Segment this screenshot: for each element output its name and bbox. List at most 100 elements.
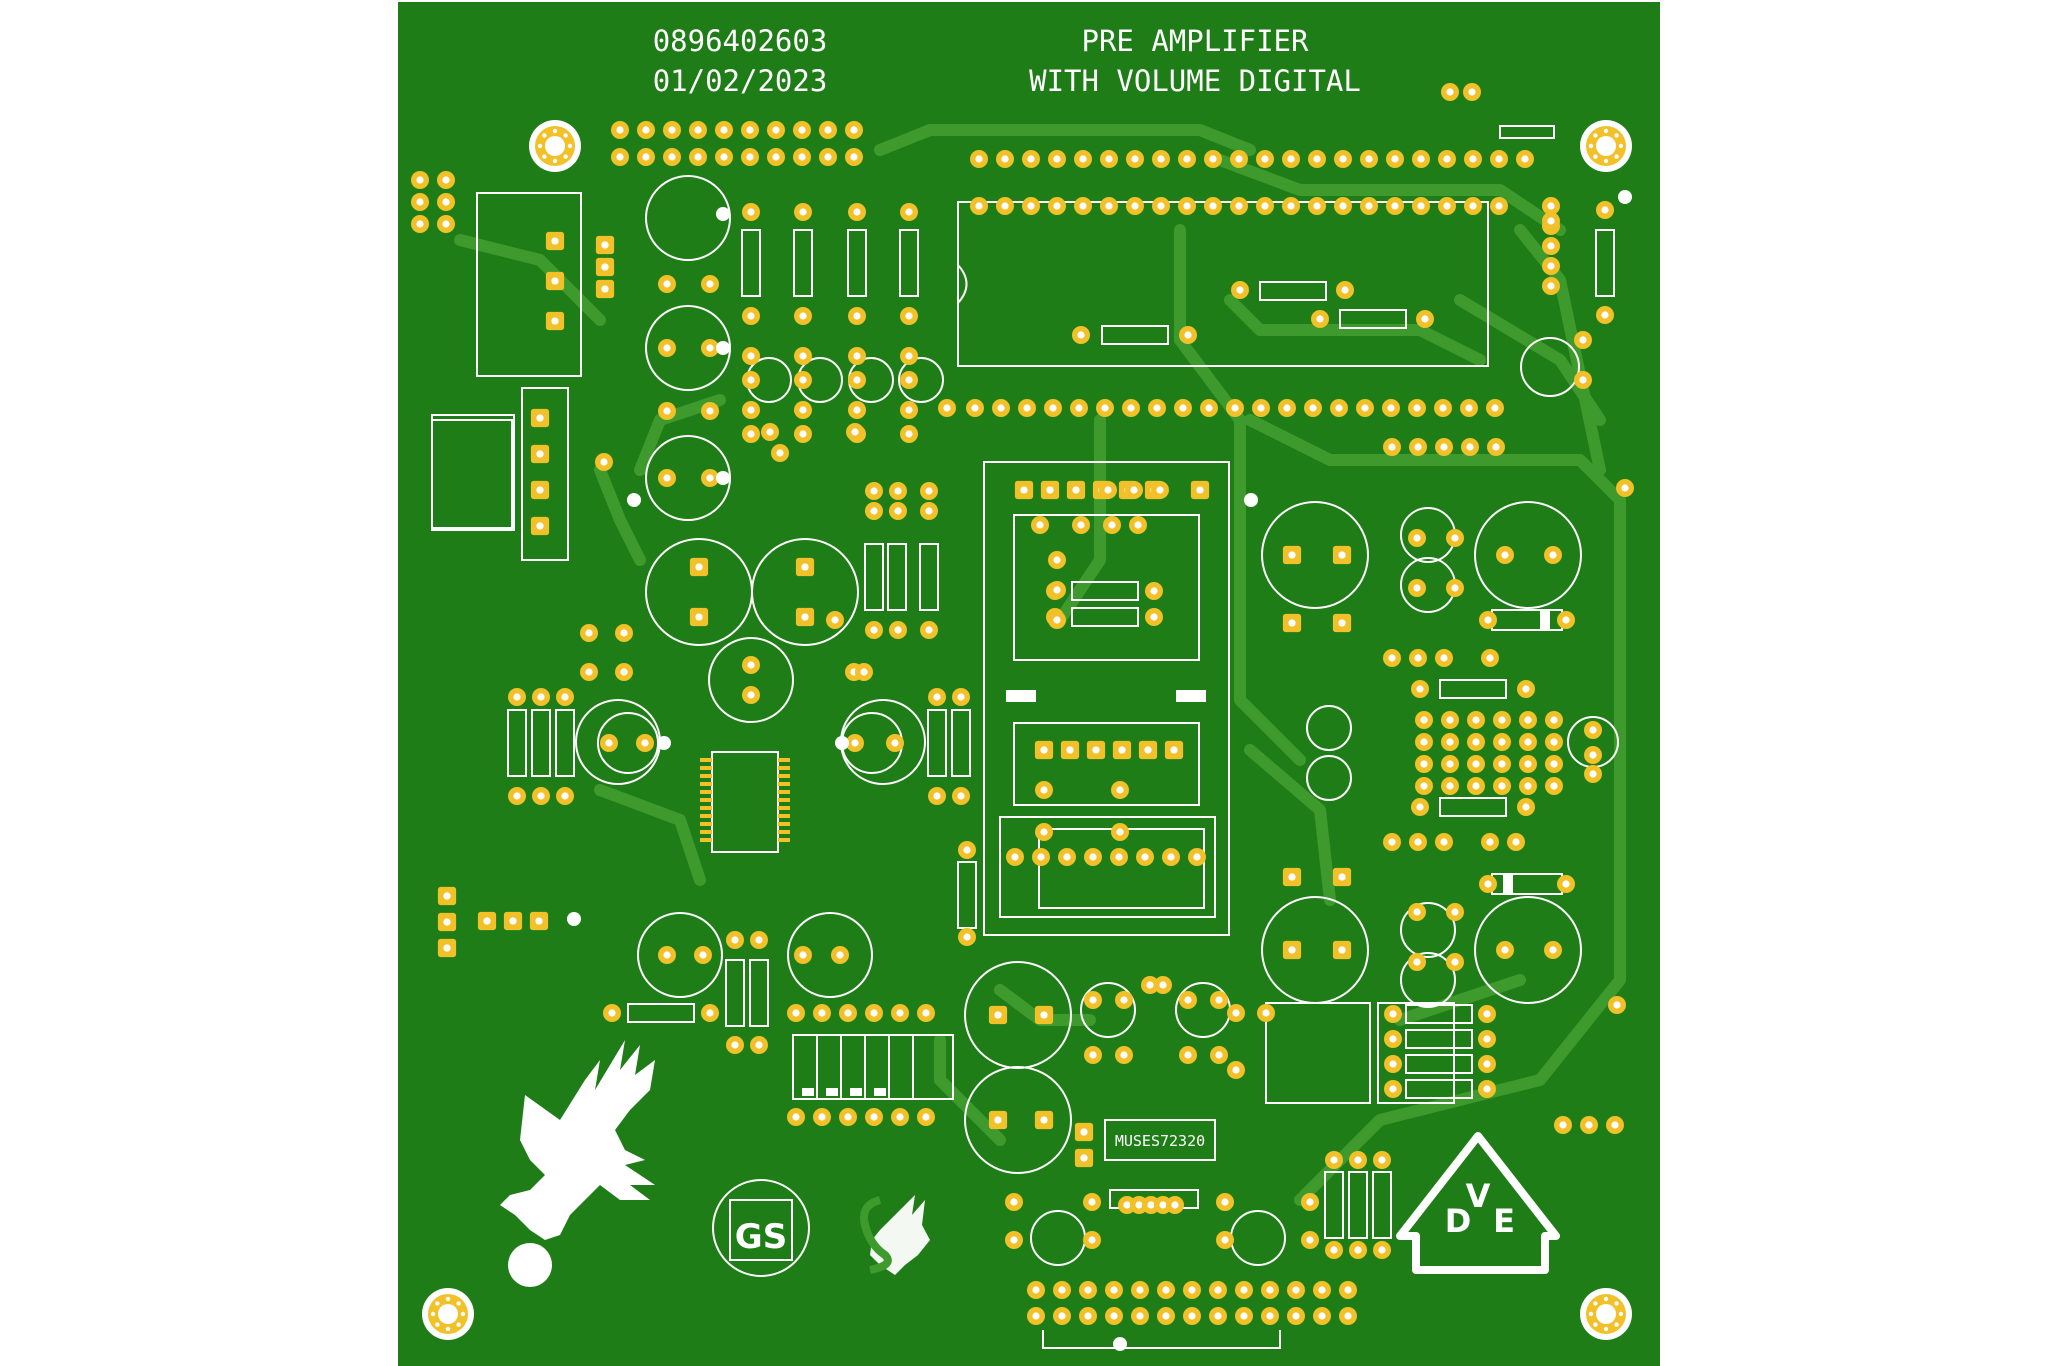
pad bbox=[1334, 197, 1352, 215]
pad bbox=[1545, 711, 1563, 729]
pad bbox=[1256, 150, 1274, 168]
pad bbox=[1441, 711, 1459, 729]
pad bbox=[750, 1036, 768, 1054]
date-label: 01/02/2023 bbox=[653, 64, 828, 98]
pad bbox=[1278, 399, 1296, 417]
pad bbox=[767, 148, 785, 166]
pad bbox=[1545, 733, 1563, 751]
pad bbox=[1461, 438, 1479, 456]
pad bbox=[1304, 399, 1322, 417]
pad bbox=[1166, 1196, 1184, 1214]
pad bbox=[1282, 940, 1302, 960]
connector-outline-left bbox=[476, 192, 582, 377]
pad bbox=[1005, 1193, 1023, 1211]
pad bbox=[1125, 481, 1143, 499]
pad bbox=[1545, 755, 1563, 773]
pad bbox=[411, 215, 429, 233]
pad bbox=[1584, 721, 1602, 739]
phone-label: 0896402603 bbox=[653, 24, 828, 58]
pad bbox=[1408, 399, 1426, 417]
pad bbox=[1487, 438, 1505, 456]
pad bbox=[1517, 798, 1535, 816]
pad bbox=[1099, 481, 1117, 499]
pad bbox=[1311, 310, 1329, 328]
test-points bbox=[567, 190, 1632, 1351]
pad bbox=[1018, 399, 1036, 417]
pad bbox=[1034, 1005, 1054, 1025]
pad bbox=[1384, 1030, 1402, 1048]
pad bbox=[1084, 991, 1102, 1009]
pad bbox=[1287, 1281, 1305, 1299]
pad bbox=[900, 307, 918, 325]
pad bbox=[1441, 83, 1459, 101]
pad bbox=[831, 946, 849, 964]
pad bbox=[556, 787, 574, 805]
pad bbox=[1332, 613, 1352, 633]
pad bbox=[1446, 953, 1464, 971]
pad bbox=[1152, 197, 1170, 215]
pad bbox=[1111, 823, 1129, 841]
pad bbox=[1103, 516, 1121, 534]
header-outline bbox=[521, 387, 569, 561]
pad bbox=[1179, 1046, 1197, 1064]
pad bbox=[1035, 781, 1053, 799]
copper-traces bbox=[454, 124, 1626, 1206]
pad bbox=[580, 624, 598, 642]
pad bbox=[794, 401, 812, 419]
pad bbox=[1105, 1281, 1123, 1299]
pad bbox=[1231, 281, 1249, 299]
pad bbox=[1356, 399, 1374, 417]
pad bbox=[1005, 1231, 1023, 1249]
pad bbox=[1126, 197, 1144, 215]
pad bbox=[1386, 197, 1404, 215]
pad bbox=[595, 257, 615, 277]
pad bbox=[767, 121, 785, 139]
pad bbox=[1227, 1004, 1245, 1022]
pad bbox=[1415, 755, 1433, 773]
pad bbox=[966, 399, 984, 417]
pad bbox=[1384, 1005, 1402, 1023]
pad bbox=[1115, 1046, 1133, 1064]
pad bbox=[1478, 1055, 1496, 1073]
pad bbox=[1332, 867, 1352, 887]
pad bbox=[996, 197, 1014, 215]
pad bbox=[1408, 953, 1426, 971]
pad bbox=[1330, 399, 1348, 417]
pad bbox=[1044, 399, 1062, 417]
pad bbox=[1074, 1122, 1094, 1142]
pad bbox=[1136, 848, 1154, 866]
pad bbox=[1493, 777, 1511, 795]
pad bbox=[545, 311, 565, 331]
pad bbox=[658, 339, 676, 357]
pad bbox=[1606, 1116, 1624, 1134]
mounting-hole-bottom-right bbox=[1580, 1288, 1632, 1340]
pad bbox=[611, 148, 629, 166]
pad bbox=[411, 171, 429, 189]
pad bbox=[1086, 740, 1106, 760]
pad bbox=[1542, 237, 1560, 255]
pad bbox=[508, 688, 526, 706]
power-terminal-block bbox=[431, 419, 513, 529]
relay-outline-mid bbox=[1013, 722, 1200, 806]
pad bbox=[855, 663, 873, 681]
pad bbox=[603, 1004, 621, 1022]
pad bbox=[813, 1004, 831, 1022]
pad bbox=[1490, 150, 1508, 168]
pad bbox=[1261, 1281, 1279, 1299]
pad bbox=[794, 307, 812, 325]
pad bbox=[793, 148, 811, 166]
pad bbox=[1235, 1307, 1253, 1325]
pad bbox=[1554, 1116, 1572, 1134]
pad bbox=[742, 656, 760, 674]
pad bbox=[726, 1036, 744, 1054]
pad bbox=[1261, 1307, 1279, 1325]
pad bbox=[889, 621, 907, 639]
pad bbox=[938, 399, 956, 417]
pad bbox=[891, 1108, 909, 1126]
pad bbox=[1596, 306, 1614, 324]
pad bbox=[794, 946, 812, 964]
pad bbox=[996, 150, 1014, 168]
pad bbox=[1481, 649, 1499, 667]
pad bbox=[532, 688, 550, 706]
pad bbox=[689, 607, 709, 627]
